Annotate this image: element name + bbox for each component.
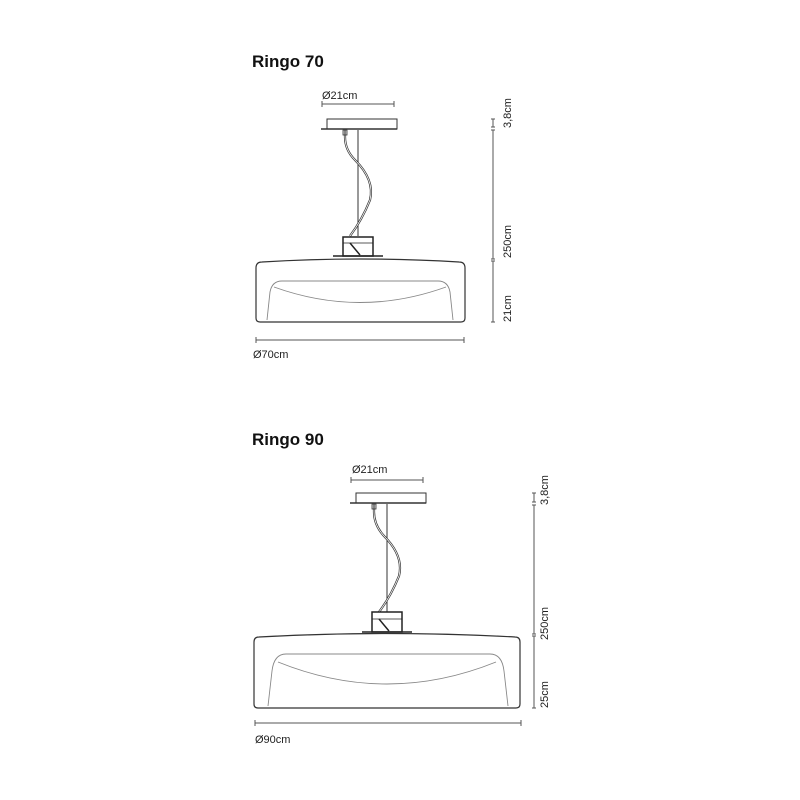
canopy-dimension-line	[321, 101, 395, 107]
suspension-cable	[342, 129, 373, 237]
suspension-cable	[371, 503, 402, 613]
driver-box	[333, 236, 383, 257]
driver-box	[362, 611, 412, 633]
canopy-dimension-line	[350, 477, 424, 483]
product-title-ringo-70: Ringo 70	[252, 52, 324, 71]
shade-dimension-line	[255, 337, 465, 343]
shade-diameter-label: Ø90cm	[255, 734, 291, 746]
canopy	[350, 492, 427, 504]
shade-dimension-line	[254, 720, 522, 726]
shade	[253, 632, 521, 709]
canopy	[321, 118, 398, 130]
vertical-dimension-line	[491, 118, 495, 323]
canopy-diameter-label: Ø21cm	[352, 464, 388, 476]
product-title-ringo-90: Ringo 90	[252, 430, 324, 449]
shade	[255, 258, 466, 323]
shade-diameter-label: Ø70cm	[253, 349, 289, 361]
vertical-dimension-line	[532, 492, 536, 709]
canopy-diameter-label: Ø21cm	[322, 90, 358, 102]
